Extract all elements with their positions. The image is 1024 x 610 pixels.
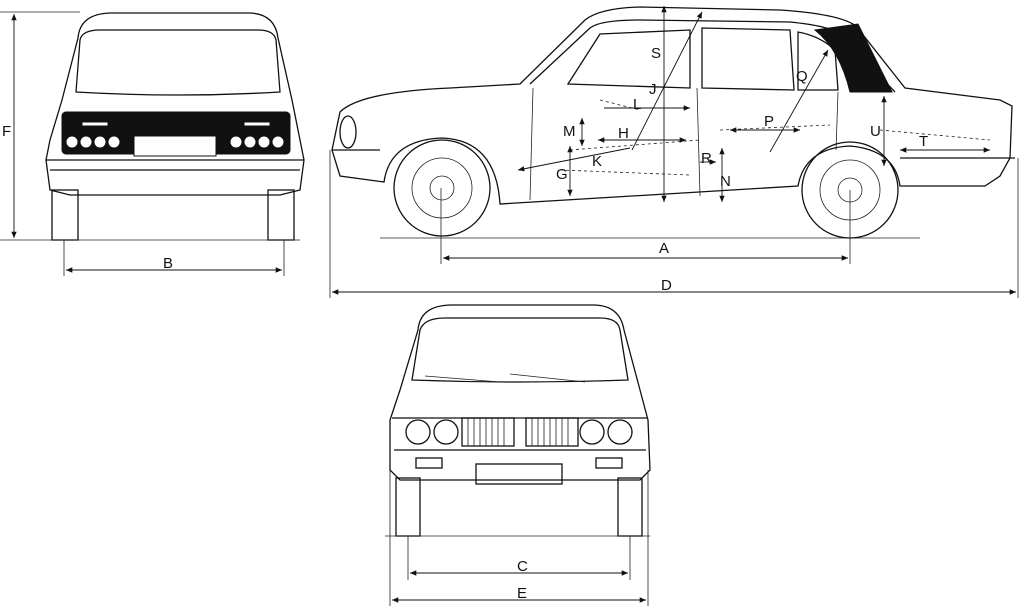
dimension-label-b: B xyxy=(163,255,173,272)
dimension-label-r: R xyxy=(701,150,712,167)
dimension-label-h: H xyxy=(618,125,629,142)
dimension-label-u: U xyxy=(870,123,881,140)
dimension-label-t: T xyxy=(919,133,928,150)
dimension-label-p: P xyxy=(764,113,774,130)
dimension-label-a: A xyxy=(659,240,669,257)
front-view: C E xyxy=(385,304,651,606)
dimension-label-e: E xyxy=(517,585,527,602)
dimension-label-s: S xyxy=(651,45,661,62)
dimension-label-k: K xyxy=(592,153,602,170)
dimension-label-n: N xyxy=(720,173,731,190)
dimension-label-q: Q xyxy=(796,68,808,85)
dimension-label-m: M xyxy=(563,123,576,140)
dimension-label-j: J xyxy=(649,81,657,98)
dimension-label-c: C xyxy=(517,558,528,575)
dimension-label-l: L xyxy=(633,96,641,113)
side-view: A D S J L Q M H P U T K R G N xyxy=(329,6,1019,298)
rear-view: F B xyxy=(0,11,305,276)
dimension-label-g: G xyxy=(556,166,568,183)
dimension-label-f: F xyxy=(2,123,11,140)
dimension-label-d: D xyxy=(661,277,672,294)
